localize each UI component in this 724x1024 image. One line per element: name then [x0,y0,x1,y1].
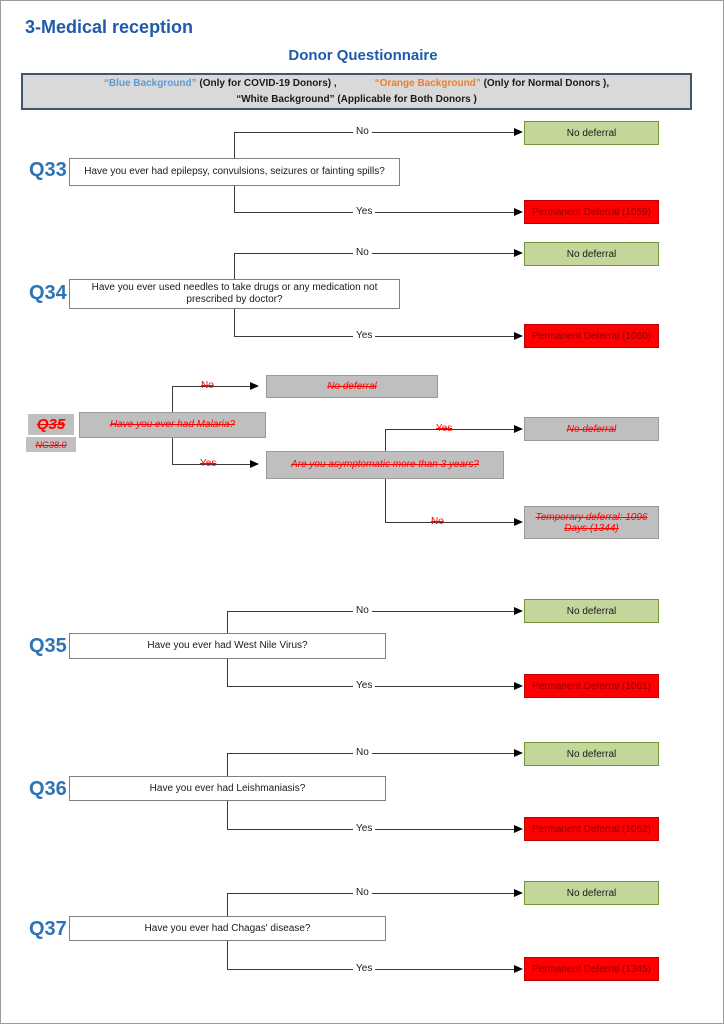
arrowhead-icon [514,128,523,136]
result-no-deferral: No deferral [524,599,659,623]
arrowhead-icon [514,518,523,526]
legend-box: “Blue Background” (Only for COVID-19 Don… [21,73,692,110]
page-title: 3-Medical reception [25,17,194,37]
connector-line [234,253,515,254]
result-permanent-deferral: Permanent Deferral (1345) [524,957,659,981]
connector-line [227,801,228,829]
question-number: Q36 [29,778,67,800]
arrowhead-icon [514,825,523,833]
connector-line [227,753,228,776]
arrowhead-icon [514,607,523,615]
connector-line [385,429,386,451]
followup-question-box-deprecated: Are you asymptomatic more than 3 years? [266,451,504,479]
connector-line [172,438,173,464]
branch-label-no: No [353,247,372,258]
connector-line [227,611,228,633]
connector-line [227,659,228,686]
question-box: Have you ever had epilepsy, convulsions,… [69,158,400,186]
legend-blue-suffix: (Only for COVID-19 Donors) , [196,77,337,89]
arrowhead-icon [514,889,523,897]
arrowhead-icon [514,208,523,216]
connector-line [234,132,235,158]
result-temporary-deferral-deprecated: Temporary deferral: 1096 Days (1344) [524,506,659,539]
question-box-deprecated: Have you ever had Malaria? [79,412,266,438]
arrowhead-icon [514,249,523,257]
connector-line [234,132,515,133]
connector-line [385,522,515,523]
branch-label-yes: Yes [353,823,376,834]
result-permanent-deferral: Permanent Deferral (1062) [524,817,659,841]
branch-label-no: No [353,126,372,137]
result-no-deferral: No deferral [524,881,659,905]
arrowhead-icon [514,682,523,690]
result-permanent-deferral: Permanent Deferral (1061) [524,674,659,698]
legend-line-2: “White Background” (Applicable for Both … [236,93,477,105]
branch-label-no: No [353,887,372,898]
branch-label-yes: Yes [353,963,376,974]
question-number: Q34 [29,282,67,304]
question-number-deprecated: Q35 [28,414,74,435]
question-box: Have you ever had Chagas' disease? [69,916,386,941]
result-no-deferral-deprecated: No deferral [524,417,659,441]
arrowhead-icon [250,460,259,468]
connector-line [227,893,228,916]
legend-blue-label: “Blue Background” [103,77,197,89]
page-subtitle: Donor Questionnaire [288,47,438,64]
question-box: Have you ever used needles to take drugs… [69,279,400,309]
branch-label-no: No [201,380,214,391]
connector-line [172,464,253,465]
connector-line [234,309,235,336]
connector-line [234,253,235,279]
connector-line [385,479,386,522]
question-number: Q37 [29,918,67,940]
branch-label-yes: Yes [436,423,453,434]
question-number: Q35 [29,635,67,657]
question-number: Q33 [29,159,67,181]
result-no-deferral: No deferral [524,121,659,145]
branch-label-no: No [353,747,372,758]
question-code-deprecated: NG38.0 [26,437,76,452]
branch-label-yes: Yes [353,206,376,217]
question-box: Have you ever had West Nile Virus? [69,633,386,659]
result-permanent-deferral: Permanent Deferral (1059) [524,200,659,224]
branch-label-no: No [431,516,444,527]
result-permanent-deferral: Permanent Deferral (1060) [524,324,659,348]
result-no-deferral-deprecated: No deferral [266,375,438,398]
connector-line [172,386,253,387]
result-no-deferral: No deferral [524,742,659,766]
arrowhead-icon [514,332,523,340]
branch-label-yes: Yes [200,458,217,469]
branch-label-no: No [353,605,372,616]
connector-line [172,386,173,412]
arrowhead-icon [514,749,523,757]
connector-line [385,429,515,430]
branch-label-yes: Yes [353,680,376,691]
arrowhead-icon [514,425,523,433]
arrowhead-icon [250,382,259,390]
legend-orange-label: “Orange Background” [374,77,481,89]
legend-line-1: “Blue Background” (Only for COVID-19 Don… [104,76,609,92]
legend-orange-suffix: (Only for Normal Donors ), [480,77,610,89]
arrowhead-icon [514,965,523,973]
question-box: Have you ever had Leishmaniasis? [69,776,386,801]
branch-label-yes: Yes [353,330,376,341]
connector-line [227,941,228,969]
result-no-deferral: No deferral [524,242,659,266]
connector-line [234,186,235,212]
